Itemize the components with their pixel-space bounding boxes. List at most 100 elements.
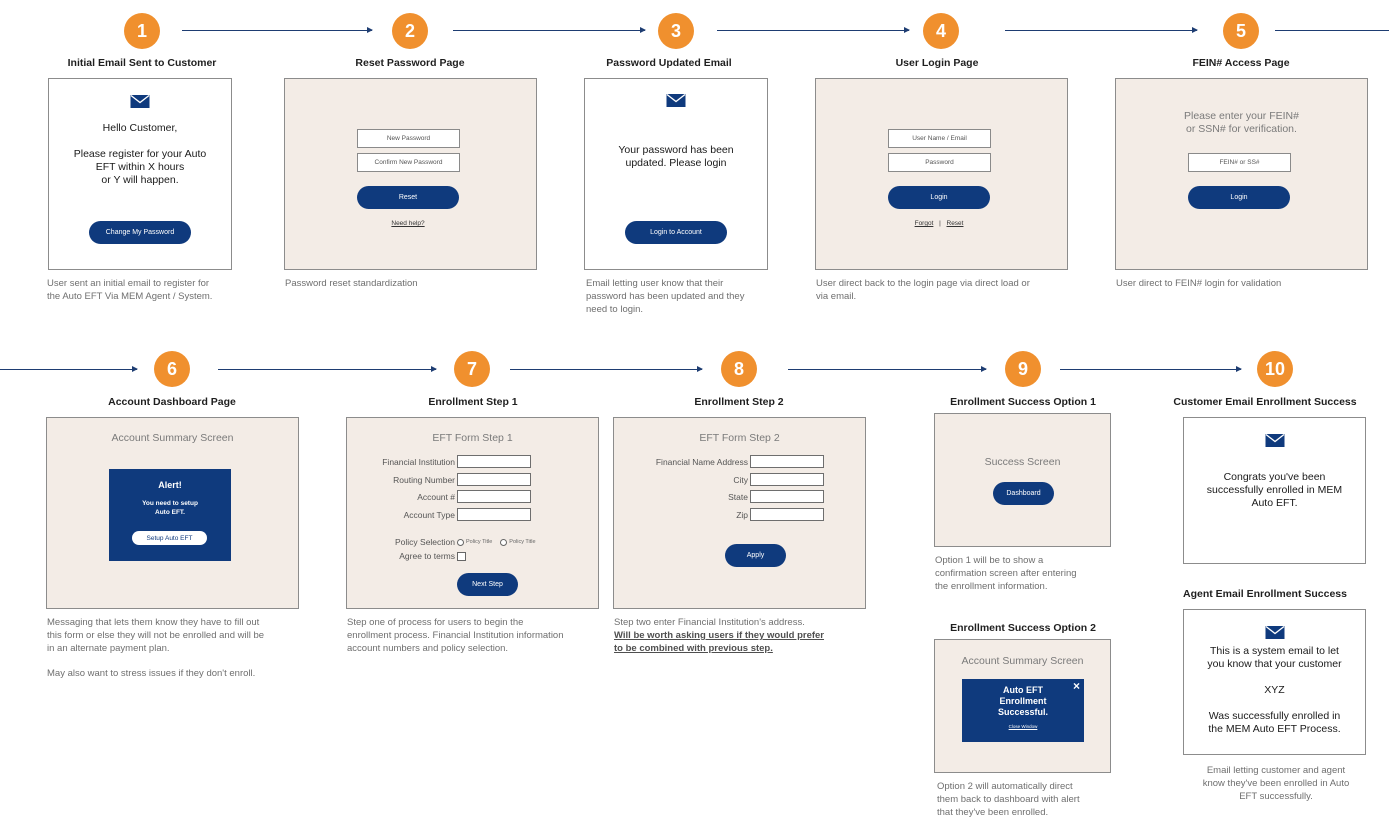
account-type-input[interactable] bbox=[457, 508, 531, 521]
customer-name: XYZ bbox=[1264, 684, 1285, 696]
fein-prompt: Please enter your FEIN# bbox=[1184, 110, 1299, 122]
step-number: 3 bbox=[658, 13, 694, 49]
flow-arrow bbox=[1005, 27, 1198, 33]
next-step-button[interactable]: Next Step bbox=[457, 573, 518, 596]
financial-institution-input[interactable] bbox=[457, 455, 531, 468]
financial-address-input[interactable] bbox=[750, 455, 824, 468]
step-title: Reset Password Page bbox=[355, 57, 465, 69]
flow-arrow bbox=[510, 366, 703, 372]
flow-arrow bbox=[717, 27, 910, 33]
email-body-line: successfully enrolled in MEM bbox=[1206, 484, 1343, 496]
alert-body: Auto EFT. bbox=[155, 509, 185, 516]
flow-arrow bbox=[218, 366, 437, 372]
fein-prompt: or SSN# for verification. bbox=[1186, 123, 1297, 135]
step-title: Password Updated Email bbox=[606, 57, 732, 69]
reset-link[interactable]: Reset bbox=[946, 220, 964, 227]
step-number: 10 bbox=[1257, 351, 1293, 387]
need-help-link[interactable]: Need help? bbox=[391, 220, 425, 227]
step-title: Enrollment Step 2 bbox=[694, 396, 784, 408]
step-title: Agent Email Enrollment Success bbox=[1183, 588, 1347, 600]
customer-email-card: Congrats you've been successfully enroll… bbox=[1183, 417, 1366, 564]
zip-input[interactable] bbox=[750, 508, 824, 521]
flow-arrow bbox=[182, 27, 373, 33]
step-description: Step one of process for users to begin t… bbox=[347, 617, 564, 654]
dashboard-button[interactable]: Dashboard bbox=[993, 482, 1054, 505]
step-title: Enrollment Success Option 2 bbox=[950, 622, 1096, 634]
email-body-line: Was successfully enrolled in bbox=[1208, 710, 1341, 722]
agree-row: Agree to terms bbox=[349, 551, 466, 561]
form-row: Routing Number bbox=[349, 473, 531, 486]
email-body-line: Please register for your Auto bbox=[73, 148, 207, 160]
setup-auto-eft-button[interactable]: Setup Auto EFT bbox=[132, 531, 207, 545]
screen-heading: Success Screen bbox=[984, 456, 1061, 468]
envelope-icon bbox=[666, 94, 686, 107]
email-body-line: This is a system email to let bbox=[1210, 645, 1339, 657]
flow-arrow bbox=[453, 27, 646, 33]
reset-button[interactable]: Reset bbox=[357, 186, 459, 209]
alert-body: Enrollment bbox=[999, 696, 1047, 706]
step-description: User direct back to the login page via d… bbox=[816, 278, 1030, 302]
email-body-line: updated. Please login bbox=[625, 157, 727, 169]
login-to-account-button[interactable]: Login to Account bbox=[625, 221, 727, 244]
routing-number-input[interactable] bbox=[457, 473, 531, 486]
step-number: 4 bbox=[923, 13, 959, 49]
form-row: Zip bbox=[616, 508, 824, 521]
close-icon[interactable]: × bbox=[1072, 679, 1080, 693]
username-field[interactable]: User Name / Email bbox=[888, 129, 991, 148]
step-number: 6 bbox=[154, 351, 190, 387]
email-card: Hello Customer, Please register for your… bbox=[48, 78, 232, 270]
city-input[interactable] bbox=[750, 473, 824, 486]
email-body-line: Congrats you've been bbox=[1223, 471, 1326, 483]
apply-button[interactable]: Apply bbox=[725, 544, 786, 567]
login-button[interactable]: Login bbox=[888, 186, 990, 209]
success-option1-card: Success Screen Dashboard bbox=[934, 413, 1111, 547]
fein-page-card: Please enter your FEIN# or SSN# for veri… bbox=[1115, 78, 1368, 270]
success-option2-card: Account Summary Screen Auto EFT Enrollme… bbox=[934, 639, 1111, 773]
account-number-input[interactable] bbox=[457, 490, 531, 503]
policy-row: Policy Selection Policy Title Policy Tit… bbox=[394, 537, 536, 547]
envelope-icon bbox=[1265, 434, 1284, 447]
email-body-line: the MEM Auto EFT Process. bbox=[1208, 723, 1341, 735]
dashboard-card: Account Summary Screen Alert! You need t… bbox=[46, 417, 299, 609]
email-body-line: Your password has been bbox=[618, 144, 734, 156]
forgot-link[interactable]: Forgot bbox=[914, 220, 934, 227]
email-body-line: Auto EFT. bbox=[1251, 497, 1298, 509]
close-window-link[interactable]: Close Window bbox=[1008, 724, 1038, 729]
form-row: City bbox=[616, 473, 824, 486]
flow-arrow bbox=[1275, 30, 1389, 31]
screen-heading: Account Summary Screen bbox=[111, 432, 234, 444]
step-description-note: May also want to stress issues if they d… bbox=[47, 668, 256, 679]
step-number: 1 bbox=[124, 13, 160, 49]
agree-checkbox[interactable] bbox=[457, 551, 466, 561]
step-title: FEIN# Access Page bbox=[1192, 57, 1290, 69]
screen-heading: Account Summary Screen bbox=[961, 655, 1084, 667]
fein-login-button[interactable]: Login bbox=[1188, 186, 1290, 209]
flow-arrow bbox=[788, 366, 987, 372]
change-password-button[interactable]: Change My Password bbox=[89, 221, 191, 244]
policy-radio[interactable] bbox=[457, 538, 464, 546]
step-number: 8 bbox=[721, 351, 757, 387]
step-title: Account Dashboard Page bbox=[108, 396, 236, 408]
screen-heading: EFT Form Step 1 bbox=[432, 432, 513, 444]
reset-page-card: New Password Confirm New Password Reset … bbox=[284, 78, 537, 270]
step-description-highlight: Will be worth asking users if they would… bbox=[614, 630, 825, 654]
step-title: User Login Page bbox=[895, 57, 979, 69]
form-row: Account # bbox=[349, 490, 531, 503]
fein-field[interactable]: FEIN# or SS# bbox=[1188, 153, 1291, 172]
email-body-line: you know that your customer bbox=[1207, 658, 1342, 670]
alert-title: Alert! bbox=[158, 480, 182, 490]
policy-radio[interactable] bbox=[500, 538, 508, 546]
confirm-password-field[interactable]: Confirm New Password bbox=[357, 153, 460, 172]
email-body-line: EFT within X hours bbox=[95, 161, 185, 173]
new-password-field[interactable]: New Password bbox=[357, 129, 460, 148]
envelope-icon bbox=[130, 95, 150, 108]
password-field[interactable]: Password bbox=[888, 153, 991, 172]
step-title: Enrollment Step 1 bbox=[428, 396, 518, 408]
state-input[interactable] bbox=[750, 490, 824, 503]
step-description: User sent an initial email to register f… bbox=[47, 278, 213, 302]
email-card: Your password has been updated. Please l… bbox=[584, 78, 768, 270]
link-separator: | bbox=[939, 220, 941, 227]
login-page-card: User Name / Email Password Login Forgot … bbox=[815, 78, 1068, 270]
